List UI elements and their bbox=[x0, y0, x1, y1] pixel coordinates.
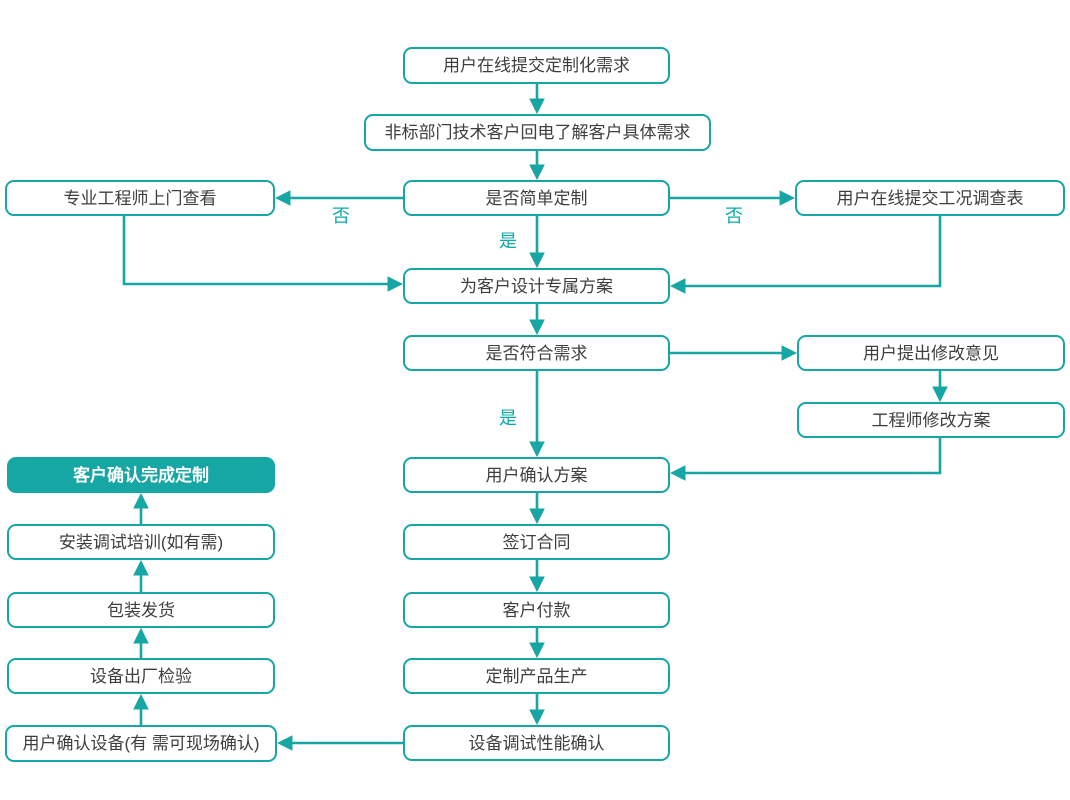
edge-label-no-left: 否 bbox=[332, 206, 350, 226]
node-callback-understand-needs: 非标部门技术客户回电了解客户具体需求 bbox=[364, 114, 711, 151]
node-factory-inspection: 设备出厂检验 bbox=[7, 658, 275, 694]
node-decision-meets-requirements: 是否符合需求 bbox=[403, 335, 670, 371]
node-install-training: 安装调试培训(如有需) bbox=[7, 524, 275, 560]
node-sign-contract: 签订合同 bbox=[403, 524, 670, 560]
edge-label-no-right: 否 bbox=[725, 206, 743, 226]
node-customer-payment: 客户付款 bbox=[403, 592, 670, 628]
edge-site-visit-to-design bbox=[122, 216, 404, 292]
node-decision-simple-customization: 是否简单定制 bbox=[403, 180, 670, 216]
node-user-feedback: 用户提出修改意见 bbox=[797, 335, 1065, 371]
node-custom-production: 定制产品生产 bbox=[403, 658, 670, 694]
node-design-exclusive-plan: 为客户设计专属方案 bbox=[403, 268, 670, 304]
node-packing-shipping: 包装发货 bbox=[7, 592, 275, 628]
node-user-confirm-equipment: 用户确认设备(有 需可现场确认) bbox=[5, 725, 277, 762]
node-submit-custom-requirements: 用户在线提交定制化需求 bbox=[403, 47, 670, 84]
node-customization-complete: 客户确认完成定制 bbox=[7, 457, 275, 493]
edge-revise-to-confirm bbox=[669, 438, 942, 481]
node-user-confirm-plan: 用户确认方案 bbox=[403, 457, 670, 493]
edge-survey-to-design bbox=[669, 216, 942, 294]
edge-label-yes-bottom: 是 bbox=[499, 408, 517, 428]
node-engineer-site-visit: 专业工程师上门查看 bbox=[5, 180, 275, 216]
edge-label-yes-top: 是 bbox=[499, 231, 517, 251]
node-engineer-revise-plan: 工程师修改方案 bbox=[797, 402, 1065, 438]
node-equipment-debug-confirm: 设备调试性能确认 bbox=[403, 725, 670, 761]
node-submit-condition-survey: 用户在线提交工况调查表 bbox=[795, 180, 1065, 216]
